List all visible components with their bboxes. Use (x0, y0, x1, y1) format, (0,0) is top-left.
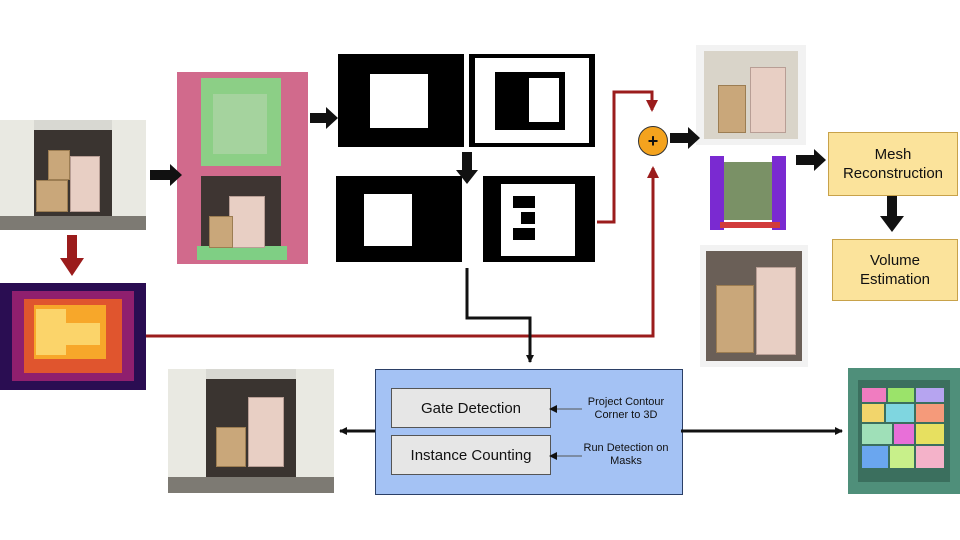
combine-node: + (638, 126, 668, 156)
segmentation-image-top (177, 72, 308, 168)
arrow-segmentation-to-masks (310, 107, 338, 129)
point-cloud-interior (700, 245, 808, 367)
plus-icon: + (647, 130, 659, 151)
input-container-image (0, 120, 146, 230)
run-detection-note: Run Detection on Masks (583, 442, 669, 467)
mask-gate (483, 176, 595, 262)
mesh-reconstruction-node: Mesh Reconstruction (828, 132, 958, 196)
arrow-input-to-depth (60, 235, 84, 276)
mask-container (469, 54, 595, 147)
arrow-depth-to-combine (146, 166, 659, 338)
gate-detection-button[interactable]: Gate Detection (391, 388, 551, 428)
arrow-input-to-segmentation (150, 164, 182, 186)
arrow-combine-to-pointcloud (670, 127, 700, 149)
arrow-pointcloud-to-mesh (796, 149, 826, 171)
volume-estimation-node: Volume Estimation (832, 239, 958, 301)
instance-output-image (848, 368, 960, 494)
gate-output-image (168, 369, 334, 493)
detection-panel: Gate Detection Instance Counting Project… (375, 369, 683, 495)
mask-boxes-refined (336, 176, 462, 262)
arrow-masks-to-combine (597, 90, 658, 224)
arrow-masks-to-panel (465, 268, 534, 363)
mask-boxes (338, 54, 464, 147)
depth-map-image (0, 283, 146, 390)
instance-counting-button[interactable]: Instance Counting (391, 435, 551, 475)
point-cloud-side (704, 152, 792, 234)
point-cloud-front (696, 45, 806, 145)
segmentation-image-bottom (177, 168, 308, 264)
arrow-mesh-to-volume (880, 196, 904, 232)
project-contour-note: Project Contour Corner to 3D (587, 396, 665, 421)
arrow-masks-down (456, 152, 478, 184)
